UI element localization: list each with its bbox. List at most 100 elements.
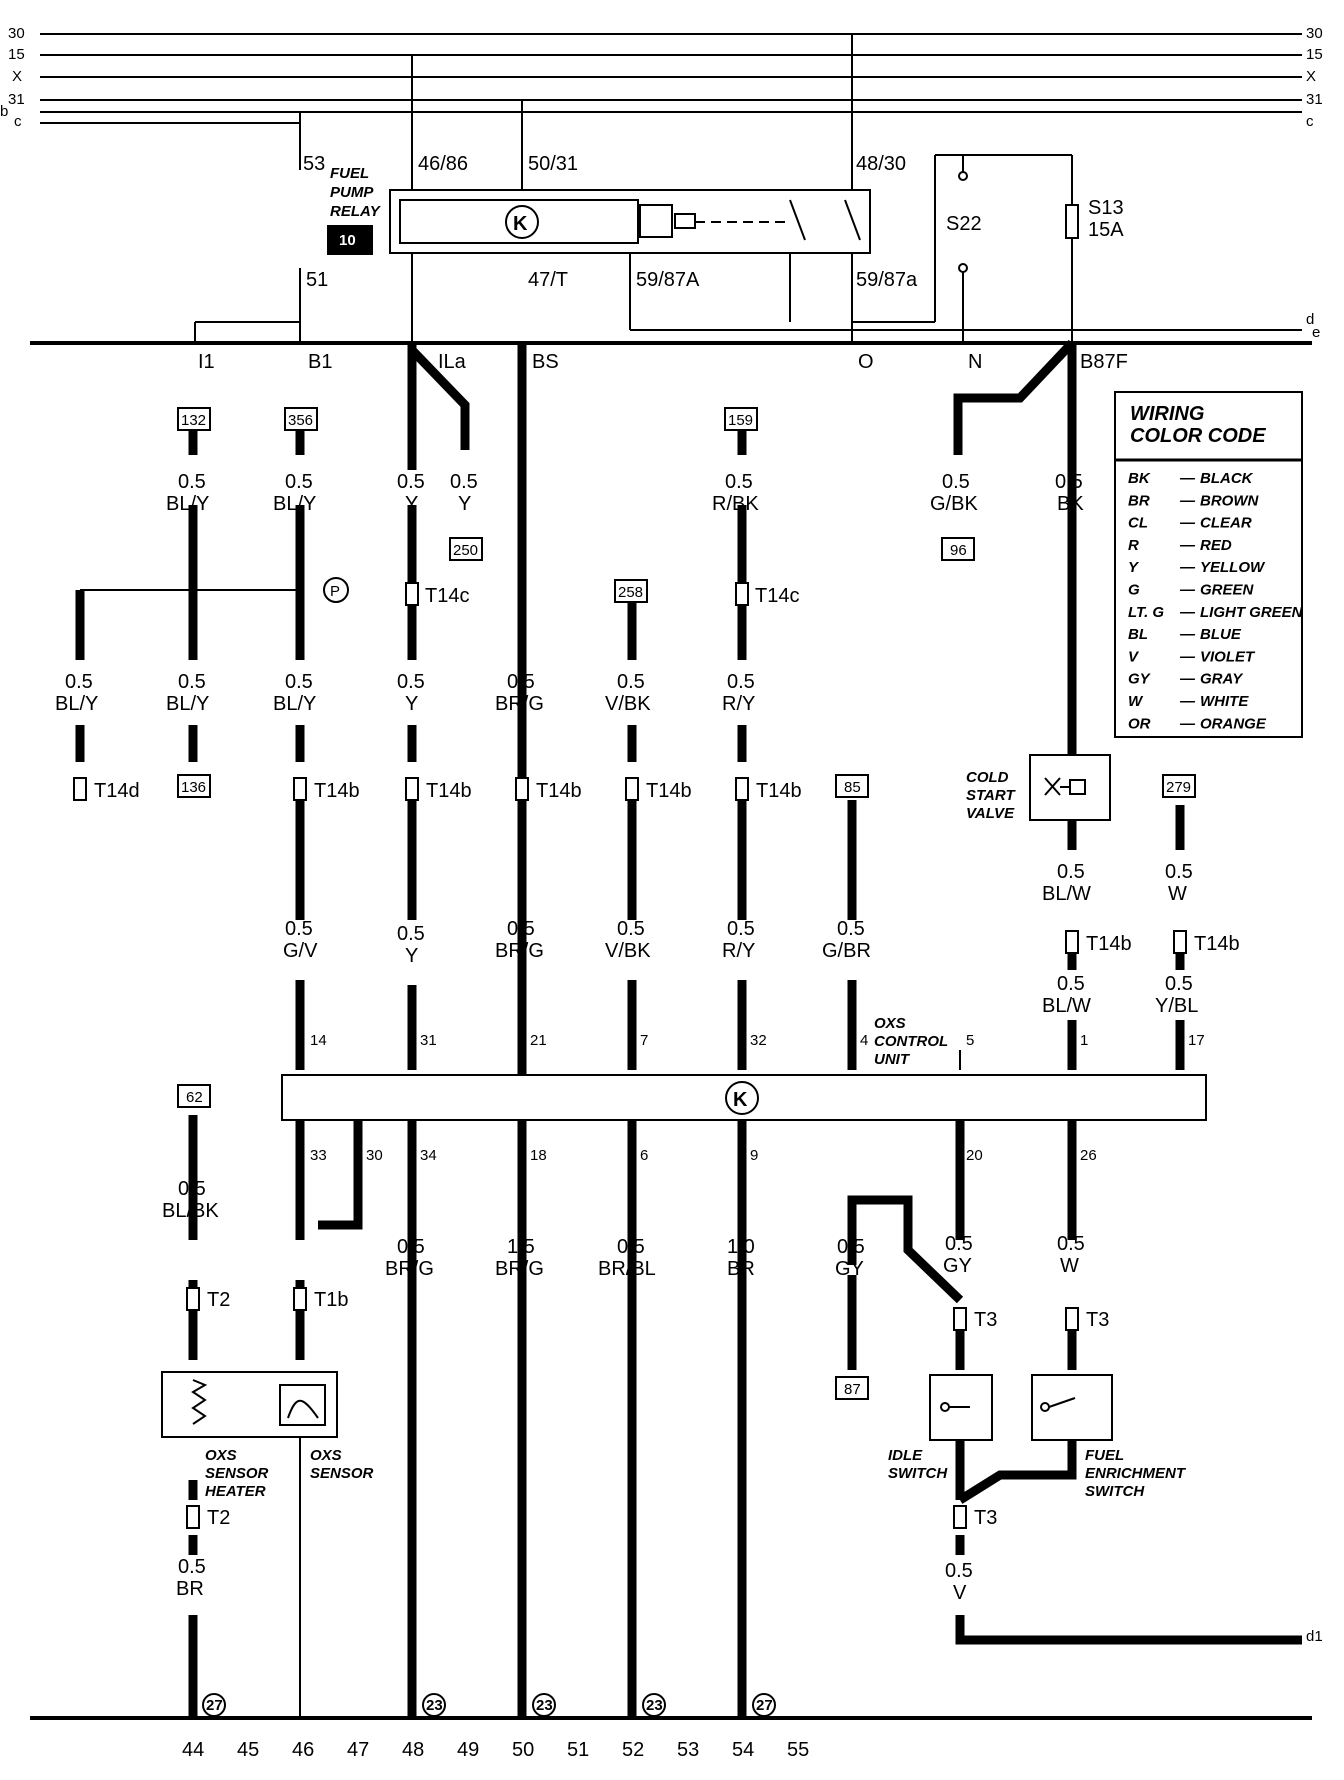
ground-number: 23 <box>646 1697 663 1714</box>
ecu-pin-31: 31 <box>420 1032 437 1049</box>
w-low-9-color: Y/BL <box>1155 995 1198 1017</box>
column-number: 51 <box>567 1739 589 1761</box>
w-bot-0-color: BL/BK <box>162 1200 219 1222</box>
ref-356: 356 <box>288 412 313 429</box>
legend-color-name: WHITE <box>1200 693 1249 710</box>
ecu-pin-34: 34 <box>420 1147 437 1164</box>
connector-mark <box>293 1287 307 1311</box>
w-up-5-color: G/BK <box>930 493 978 515</box>
connector-mark <box>953 1505 967 1529</box>
legend-color-name: BLACK <box>1200 470 1254 487</box>
bus-label-x: X <box>12 68 22 85</box>
ground-marker <box>422 1693 446 1717</box>
w-mid-4-size: 0.5 <box>507 671 535 693</box>
ground-marker <box>532 1693 556 1717</box>
ref-87: 87 <box>844 1381 861 1398</box>
legend-code: R <box>1128 537 1139 554</box>
w-low-2-size: 0.5 <box>507 918 535 940</box>
terminal-n: N <box>968 351 982 373</box>
relay-pin-51: 51 <box>306 269 328 291</box>
w-bot-3-color: BR/BL <box>598 1258 656 1280</box>
ecu-k: K <box>733 1089 748 1111</box>
cold-start-valve <box>1029 754 1111 848</box>
w-mid-4-color: BR/G <box>495 693 544 715</box>
legend-dash: — <box>1179 492 1196 509</box>
terminal-b87f: B87F <box>1080 351 1128 373</box>
legend-color-name: RED <box>1200 537 1232 554</box>
conn-t3-b: T3 <box>1086 1309 1109 1331</box>
w-up-6-size: 0.5 <box>1055 471 1083 493</box>
connector-mark <box>1065 930 1079 954</box>
bus-label-b: b <box>0 103 8 120</box>
connector-mark <box>515 777 529 801</box>
conn-t14b-b: T14b <box>426 780 472 802</box>
w-low-4-size: 0.5 <box>727 918 755 940</box>
ecu-pin-7: 7 <box>640 1032 648 1049</box>
conn-t14b-a: T14b <box>314 780 360 802</box>
terminal-i1: I1 <box>198 351 215 373</box>
oxs-heater-label-3: HEATER <box>205 1483 266 1500</box>
w-bot-3-size: 0.5 <box>617 1236 645 1258</box>
relay-pin-46-86: 46/86 <box>418 153 468 175</box>
column-number: 48 <box>402 1739 424 1761</box>
relay-pin-59-87a-lower: 59/87a <box>856 269 918 291</box>
relay-pin-59-87a-upper: 59/87A <box>636 269 700 291</box>
w-mid-2-size: 0.5 <box>285 671 313 693</box>
w-bot-6-size: 0.5 <box>945 1233 973 1255</box>
legend-code: BK <box>1128 470 1151 487</box>
splice-p-label: P <box>330 583 340 600</box>
w-bot-7-size: 0.5 <box>1057 1233 1085 1255</box>
connector-mark <box>186 1287 200 1311</box>
column-number: 50 <box>512 1739 534 1761</box>
column-number: 52 <box>622 1739 644 1761</box>
w-bot-4-color: BR <box>727 1258 755 1280</box>
w-low-3-size: 0.5 <box>617 918 645 940</box>
splice-p <box>323 577 349 603</box>
legend-title-1: WIRING <box>1130 403 1204 425</box>
oxs-heater-label-2: SENSOR <box>205 1465 269 1482</box>
w-mid-1-size: 0.5 <box>178 671 206 693</box>
legend-code: BR <box>1128 492 1150 509</box>
ground-marker <box>752 1693 776 1717</box>
cold-start-label-3: VALVE <box>966 805 1015 822</box>
column-number: 53 <box>677 1739 699 1761</box>
conn-t1b: T1b <box>314 1289 348 1311</box>
oxs-control-unit: K <box>281 1074 1207 1121</box>
w-up-5-size: 0.5 <box>942 471 970 493</box>
conn-t14c-b: T14c <box>755 585 799 607</box>
connector-mark <box>405 777 419 801</box>
column-number: 55 <box>787 1739 809 1761</box>
connector-mark <box>405 582 419 606</box>
idle-and-enrichment-switches <box>929 1374 1113 1441</box>
ecu-pin-1: 1 <box>1080 1032 1088 1049</box>
bus-label-d1-right: d1 <box>1306 1628 1323 1645</box>
legend-code: V <box>1128 648 1140 665</box>
legend-dash: — <box>1179 604 1196 621</box>
ref-96: 96 <box>950 542 967 559</box>
ref-136: 136 <box>181 779 206 796</box>
ground-marker <box>202 1693 226 1717</box>
bus-label-x-right: X <box>1306 68 1316 85</box>
relay-title-3: RELAY <box>330 203 382 220</box>
connector-mark <box>953 1307 967 1331</box>
legend-color-name: LIGHT GREEN <box>1200 604 1304 621</box>
w-up-2-color: Y <box>405 493 418 515</box>
connector-mark <box>73 777 87 801</box>
column-number: 44 <box>182 1739 204 1761</box>
w-bot-1-color: BR/G <box>385 1258 434 1280</box>
w-bot-2-size: 1.5 <box>507 1236 535 1258</box>
legend-dash: — <box>1179 671 1196 688</box>
w-mid-2-color: BL/Y <box>273 693 316 715</box>
ref-258: 258 <box>618 584 643 601</box>
w-mid-0-size: 0.5 <box>65 671 93 693</box>
connector-mark <box>1065 1307 1079 1331</box>
w-low-5-size: 0.5 <box>837 918 865 940</box>
connector-mark <box>293 777 307 801</box>
column-number: 54 <box>732 1739 754 1761</box>
w-low-4-color: R/Y <box>722 940 755 962</box>
bus-label-e-right: e <box>1312 324 1320 341</box>
conn-t3-c: T3 <box>974 1507 997 1529</box>
w-bot-8-size: 0.5 <box>178 1556 206 1578</box>
